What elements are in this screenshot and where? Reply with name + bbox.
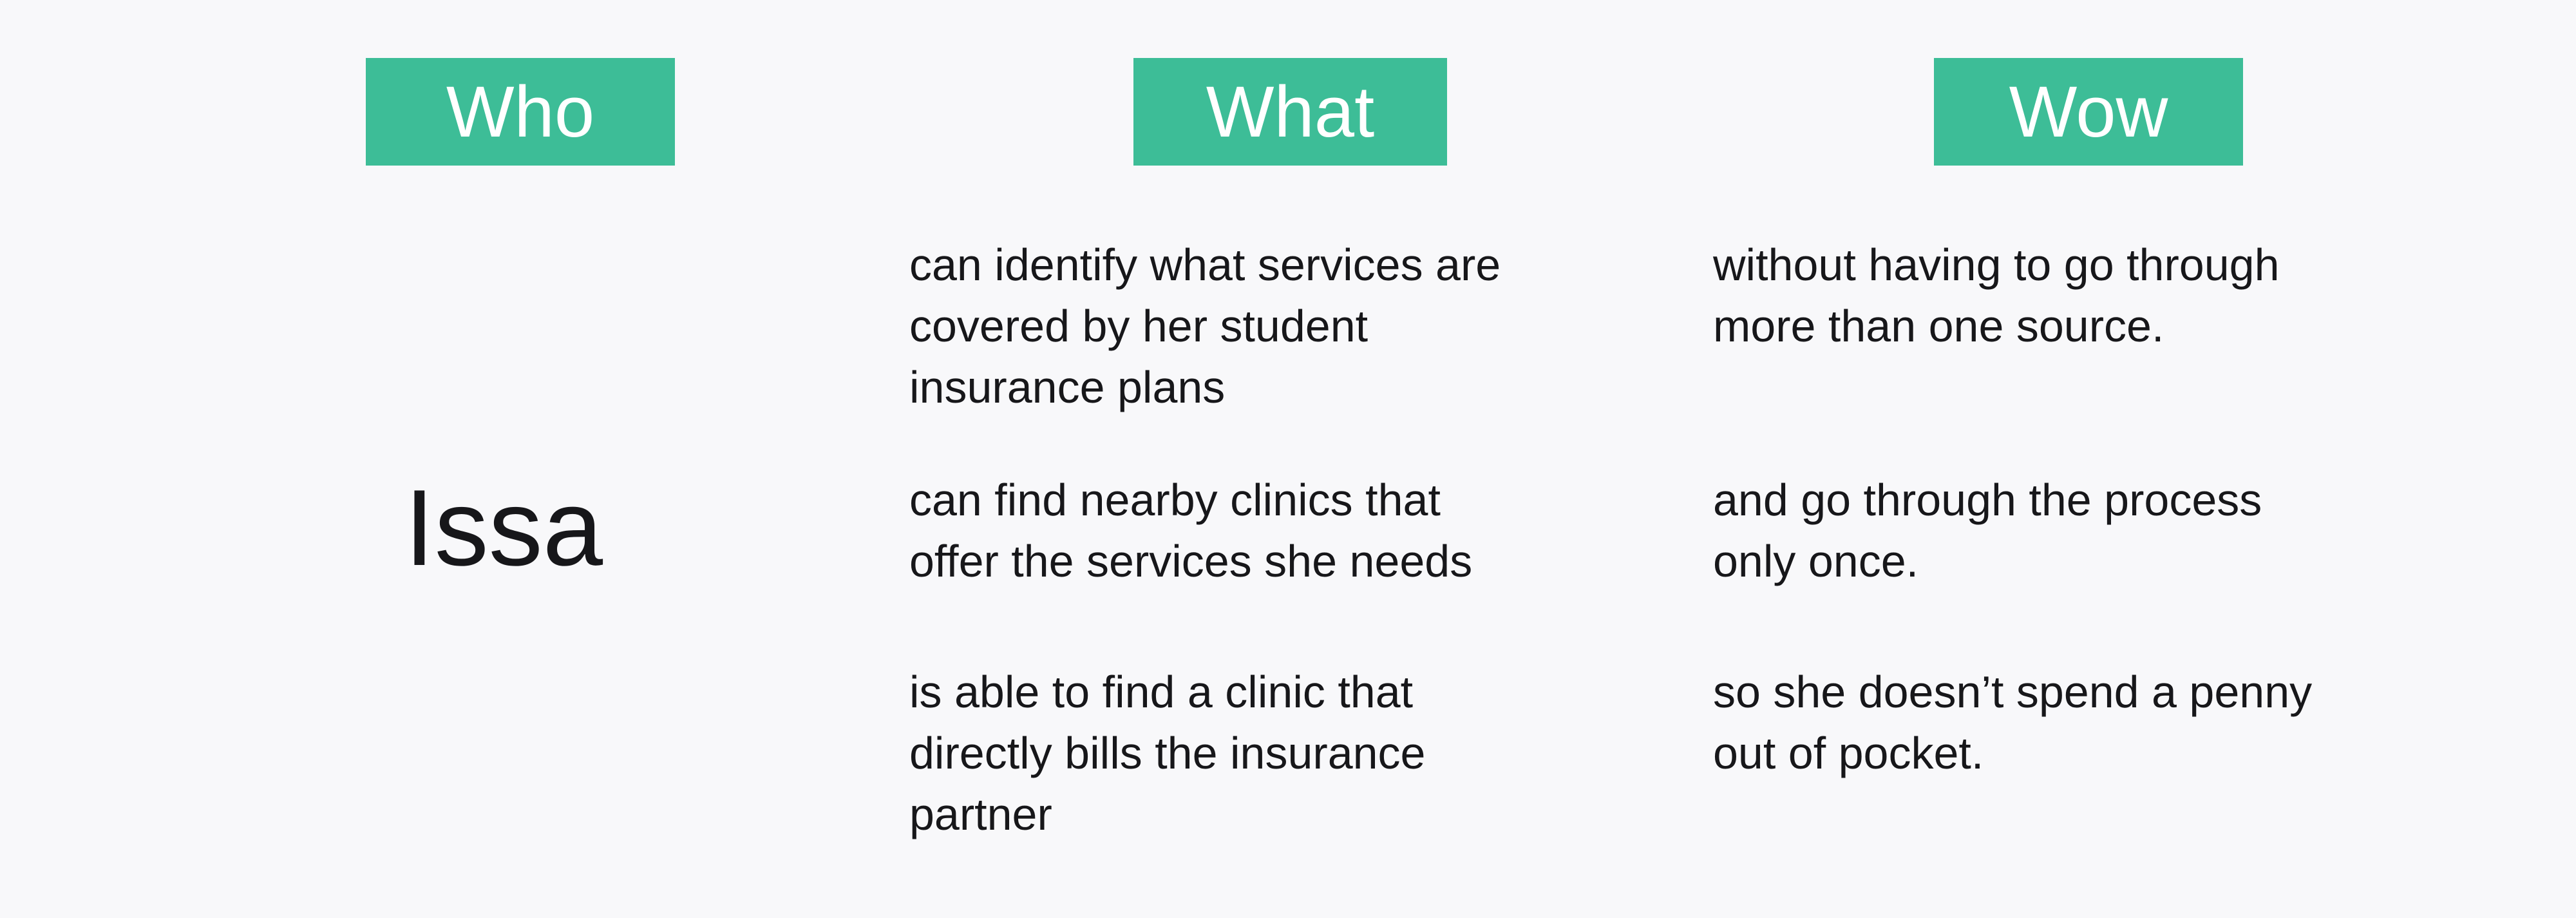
column-header-what: What (1133, 58, 1447, 166)
wow-statement-2: and go through the process only once. (1713, 475, 2262, 586)
column-header-who: Who (366, 58, 675, 166)
wow-statement-3: so she doesn’t spend a penny out of pock… (1713, 667, 2313, 778)
wow-statement-1: without having to go through more than o… (1713, 240, 2280, 351)
persona-name: Issa (404, 467, 603, 588)
column-header-wow: Wow (1934, 58, 2243, 166)
what-statement-1: can identify what services are covered b… (909, 240, 1501, 412)
what-statement-2: can find nearby clinics that offer the s… (909, 475, 1473, 586)
what-statement-3: is able to find a clinic that directly b… (909, 667, 1426, 839)
